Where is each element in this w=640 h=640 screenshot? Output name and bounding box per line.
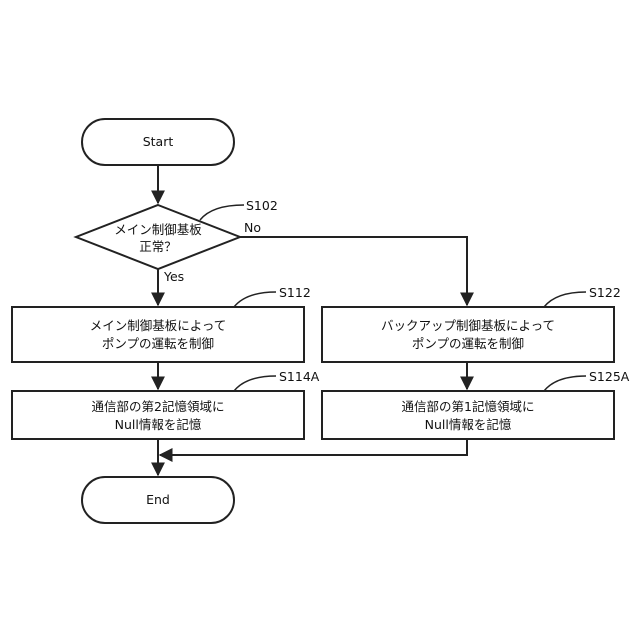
leader-s112 (234, 292, 276, 307)
leader-s125a (544, 376, 586, 391)
leader-s114a (234, 376, 276, 391)
step-label-s125a: S125A (589, 369, 630, 384)
step-label-s102: S102 (246, 198, 278, 213)
store-second-line1: 通信部の第2記憶領域に (92, 399, 225, 414)
decision-line1: メイン制御基板 (114, 222, 202, 237)
store-first-line2: Null情報を記憶 (425, 417, 512, 432)
decision-main-board-normal: メイン制御基板 正常？ (76, 205, 240, 269)
leader-s122 (544, 292, 586, 307)
leader-s102 (200, 205, 244, 220)
start-label: Start (143, 134, 174, 149)
start-terminator: Start (82, 119, 234, 165)
backup-control-line1: バックアップ制御基板によって (381, 318, 555, 333)
end-terminator: End (82, 477, 234, 523)
step-label-s114a: S114A (279, 369, 320, 384)
main-control-line2: ポンプの運転を制御 (102, 336, 214, 351)
store-second-line2: Null情報を記憶 (115, 417, 202, 432)
decision-line2: 正常？ (139, 239, 177, 254)
process-main-control: メイン制御基板によって ポンプの運転を制御 (12, 307, 304, 362)
process-store-second-area: 通信部の第2記憶領域に Null情報を記憶 (12, 391, 304, 439)
yes-label: Yes (163, 269, 184, 284)
main-control-line1: メイン制御基板によって (90, 318, 227, 333)
store-first-line1: 通信部の第1記憶領域に (402, 399, 535, 414)
backup-control-line2: ポンプの運転を制御 (412, 336, 524, 351)
end-label: End (146, 492, 170, 507)
arrow-store-first-merge (160, 439, 467, 455)
step-label-s122: S122 (589, 285, 621, 300)
process-store-first-area: 通信部の第1記憶領域に Null情報を記憶 (322, 391, 614, 439)
no-label: No (244, 220, 261, 235)
process-backup-control: バックアップ制御基板によって ポンプの運転を制御 (322, 307, 614, 362)
arrow-decision-to-backup (240, 237, 467, 305)
step-label-s112: S112 (279, 285, 311, 300)
